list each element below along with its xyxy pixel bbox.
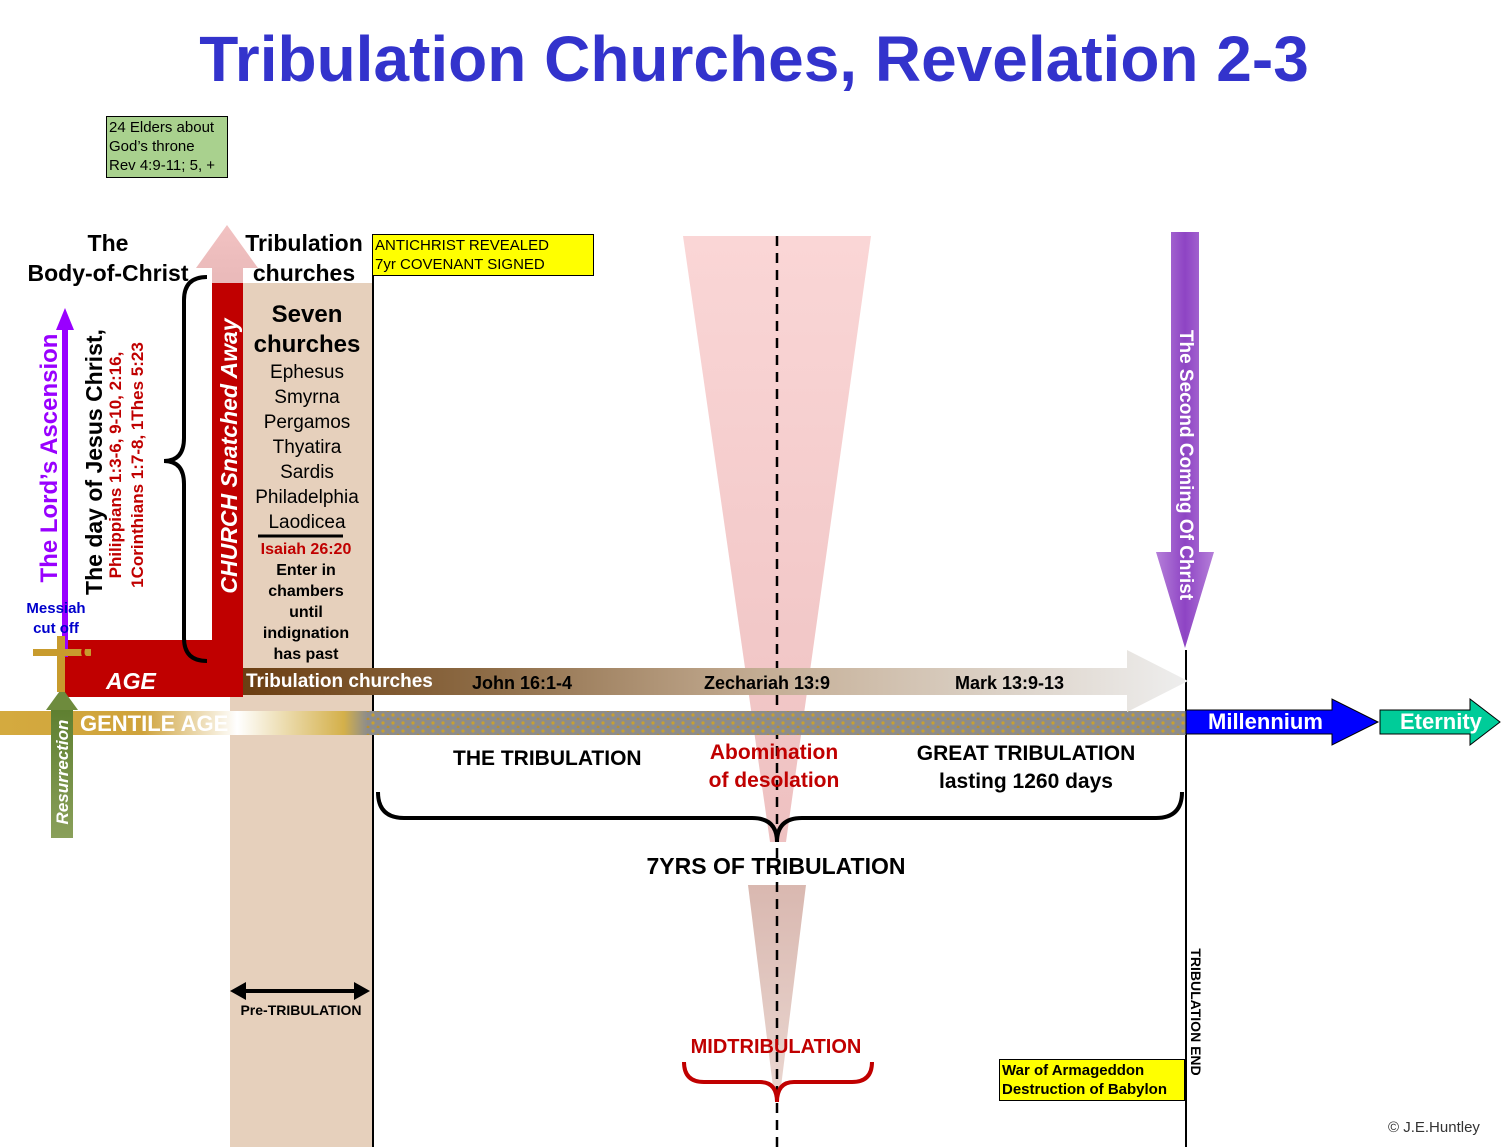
resurrection-arrow-head	[46, 688, 78, 710]
tribulation-churches-line-1: Tribulation	[245, 230, 363, 256]
timeline-john-reference: John 16:1-4	[472, 673, 573, 693]
messiah-cut-off-label: Messiah cut off	[16, 599, 96, 639]
abomination-line-1: Abomination	[709, 741, 839, 764]
eternity-arrow	[1379, 697, 1501, 747]
pre-tribulation-label: Pre-TRIBULATION	[240, 1002, 362, 1018]
copyright-notice: © J.E.Huntley	[1388, 1119, 1480, 1136]
day-of-christ-label: The day of Jesus Christ,	[81, 329, 107, 595]
tribulation-churches-heading: Tribulation churches	[234, 228, 374, 288]
gentile-age-dots	[365, 711, 1186, 735]
cross-vertical	[57, 636, 65, 692]
church-thyatira: Thyatira	[272, 437, 342, 458]
ascension-arrow-shaft	[62, 327, 68, 657]
isaiah-reference: Isaiah 26:20	[260, 541, 352, 558]
pre-tribulation-left-arrowhead	[230, 982, 246, 1000]
isaiah-line-1: Enter in	[276, 562, 336, 579]
church-snatched-away-label: CHURCH Snatched Away	[216, 318, 242, 594]
tribulation-churches-line-2: churches	[252, 260, 356, 286]
timeline-zechariah-reference: Zechariah 13:9	[704, 673, 831, 693]
church-pergamos: Pergamos	[263, 412, 351, 433]
isaiah-line-5: has past	[273, 646, 339, 663]
timeline-tribulation-churches: Tribulation churches	[246, 671, 433, 692]
seven-churches-heading-1: Seven	[271, 301, 343, 328]
great-tribulation-label: GREAT TRIBULATION lasting 1260 days	[898, 740, 1154, 796]
pre-tribulation-right-arrowhead	[354, 982, 370, 1000]
ascension-arrow-head	[56, 308, 74, 330]
day-of-christ-references: Philippians 1:3-6, 9-10, 2:16, 1Corinthi…	[105, 315, 149, 615]
lords-ascension-label: The Lord’s Ascension	[36, 333, 63, 583]
elders-line-3: Rev 4:9-11; 5, +	[109, 157, 216, 174]
abomination-line-2: of desolation	[708, 769, 840, 792]
midtribulation-brace	[682, 1061, 874, 1103]
seven-years-brace	[376, 791, 1184, 843]
elders-box: 24 Elders about God’s throne Rev 4:9-11;…	[106, 116, 228, 178]
church-age-label-top: CHURCH	[80, 638, 180, 664]
elders-line-2: God’s throne	[109, 138, 195, 155]
gentile-age-label: GENTILE AGE	[80, 711, 229, 736]
the-tribulation-label: THE TRIBULATION	[453, 747, 642, 770]
messiah-line-1: Messiah	[26, 600, 86, 617]
seven-churches-heading-2: churches	[253, 331, 361, 358]
seven-years-label: 7YRS OF TRIBULATION	[646, 853, 906, 879]
church-laodicea: Laodicea	[268, 512, 346, 533]
church-sardis: Sardis	[280, 462, 334, 483]
isaiah-line-4: indignation	[262, 625, 350, 642]
second-coming-label: The Second Coming Of Christ	[1175, 329, 1196, 601]
millennium-arrow	[1185, 698, 1380, 746]
second-coming-arrow	[1156, 232, 1214, 648]
great-tribulation-line-1: GREAT TRIBULATION	[916, 742, 1136, 765]
resurrection-arrow-shaft	[51, 708, 73, 838]
body-of-christ-line-2: Body-of-Christ	[27, 260, 189, 286]
abomination-label: Abomination of desolation	[694, 739, 854, 795]
timeline-mark-reference: Mark 13:9-13	[955, 673, 1065, 693]
church-age-label-bottom: AGE	[106, 668, 156, 694]
day-refs-line-2: 1Corinthians 1:7-8, 1Thes 5:23	[128, 342, 147, 588]
antichrist-line-2: 7yr COVENANT SIGNED	[375, 256, 545, 273]
elders-line-1: 24 Elders about	[109, 119, 215, 136]
tribulation-end-label: TRIBULATION END	[1188, 948, 1204, 1076]
eternity-label: Eternity	[1400, 709, 1482, 734]
tribulation-cone-upper	[683, 236, 871, 842]
isaiah-text: Enter in chambers until indignation has …	[236, 560, 376, 665]
armageddon-box: War of Armageddon Destruction of Babylon	[999, 1059, 1185, 1101]
antichrist-line-1: ANTICHRIST REVEALED	[375, 237, 549, 254]
millennium-label: Millennium	[1208, 709, 1323, 734]
resurrection-label: Resurrection	[53, 719, 72, 825]
rapture-arrowhead	[196, 225, 258, 283]
body-of-christ-line-1: The	[87, 230, 129, 256]
isaiah-line-3: until	[289, 604, 323, 621]
midtribulation-label: MIDTRIBULATION	[690, 1036, 862, 1058]
church-philadelphia: Philadelphia	[255, 487, 359, 508]
body-of-christ-brace	[163, 275, 208, 663]
messiah-line-2: cut off	[33, 620, 79, 637]
great-tribulation-line-2: lasting 1260 days	[939, 770, 1113, 793]
church-ephesus: Ephesus	[270, 362, 344, 383]
tribulation-churches-arrow	[242, 650, 1188, 712]
day-refs-line-1: Philippians 1:3-6, 9-10, 2:16,	[106, 351, 125, 579]
armageddon-line-2: Destruction of Babylon	[1002, 1081, 1168, 1098]
body-of-christ-heading: The Body-of-Christ	[8, 228, 208, 288]
armageddon-line-1: War of Armageddon	[1002, 1062, 1145, 1079]
cross-horizontal	[33, 649, 91, 656]
page-title: Tribulation Churches, Revelation 2-3	[199, 23, 1309, 95]
antichrist-box: ANTICHRIST REVEALED 7yr COVENANT SIGNED	[372, 234, 594, 276]
isaiah-line-2: chambers	[268, 583, 344, 600]
church-smyrna: Smyrna	[274, 387, 340, 408]
seven-churches-list: Seven churches Ephesus Smyrna Pergamos T…	[236, 300, 378, 535]
